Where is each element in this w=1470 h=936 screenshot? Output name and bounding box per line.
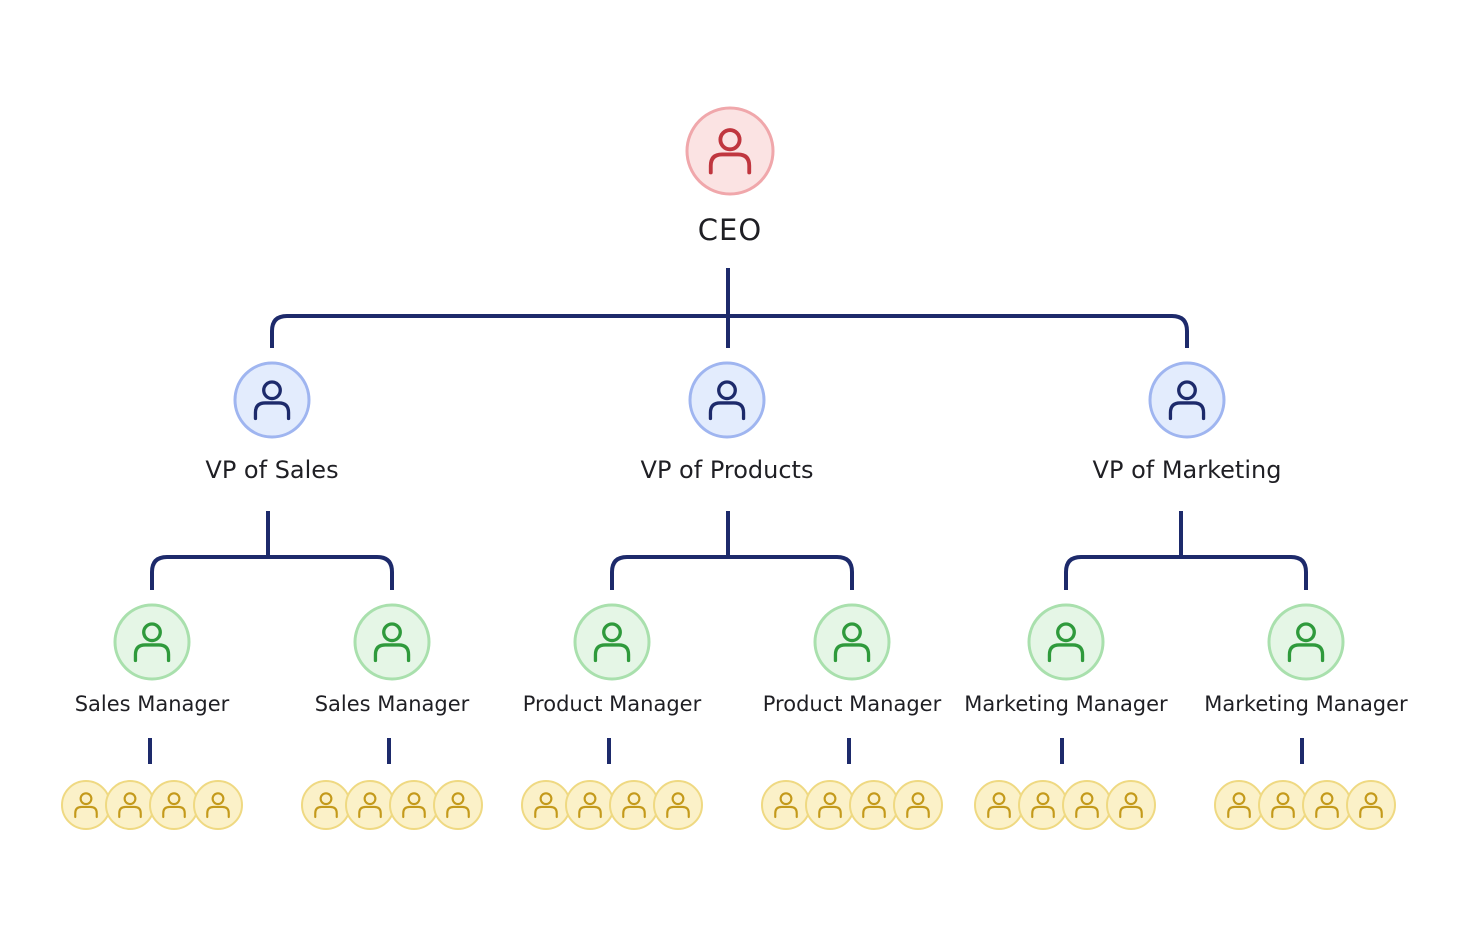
person-icon — [813, 603, 891, 681]
vp-products-label: VP of Products — [640, 456, 814, 484]
manager-label: Sales Manager — [314, 692, 470, 716]
staff-person-icon — [1302, 780, 1352, 830]
connector-vp-branch — [1064, 555, 1308, 590]
staff-person-icon — [565, 780, 615, 830]
staff-person-icon — [433, 780, 483, 830]
manager-label: Product Manager — [522, 692, 702, 716]
manager-label: Sales Manager — [74, 692, 230, 716]
staff-person-icon — [805, 780, 855, 830]
staff-person-icon — [609, 780, 659, 830]
staff-person-icon — [149, 780, 199, 830]
person-icon — [233, 361, 311, 439]
staff-person-icon — [1346, 780, 1396, 830]
staff-person-icon — [345, 780, 395, 830]
node-icons — [61, 106, 1396, 830]
staff-person-icon — [193, 780, 243, 830]
staff-person-icon — [893, 780, 943, 830]
staff-person-icon — [974, 780, 1024, 830]
manager-label: Product Manager — [762, 692, 942, 716]
staff-person-icon — [61, 780, 111, 830]
connector-lines — [148, 268, 1308, 764]
person-icon — [573, 603, 651, 681]
vp-sales-label: VP of Sales — [205, 456, 339, 484]
vp-marketing-label: VP of Marketing — [1092, 456, 1282, 484]
manager-label: Marketing Manager — [964, 692, 1168, 716]
ceo-label: CEO — [697, 213, 763, 247]
staff-person-icon — [105, 780, 155, 830]
person-icon — [1267, 603, 1345, 681]
staff-person-icon — [653, 780, 703, 830]
connector-ceo-branch — [270, 314, 1189, 348]
connector-vp-branch — [150, 555, 394, 590]
staff-person-icon — [389, 780, 439, 830]
person-icon — [1148, 361, 1226, 439]
staff-person-icon — [521, 780, 571, 830]
person-icon — [688, 361, 766, 439]
person-icon — [1027, 603, 1105, 681]
staff-person-icon — [1214, 780, 1264, 830]
staff-person-icon — [301, 780, 351, 830]
manager-label: Marketing Manager — [1204, 692, 1408, 716]
staff-person-icon — [761, 780, 811, 830]
connector-vp-branch — [610, 555, 854, 590]
person-icon — [113, 603, 191, 681]
person-icon — [685, 106, 775, 196]
staff-person-icon — [1106, 780, 1156, 830]
staff-person-icon — [1258, 780, 1308, 830]
staff-person-icon — [1062, 780, 1112, 830]
staff-person-icon — [849, 780, 899, 830]
person-icon — [353, 603, 431, 681]
staff-person-icon — [1018, 780, 1068, 830]
